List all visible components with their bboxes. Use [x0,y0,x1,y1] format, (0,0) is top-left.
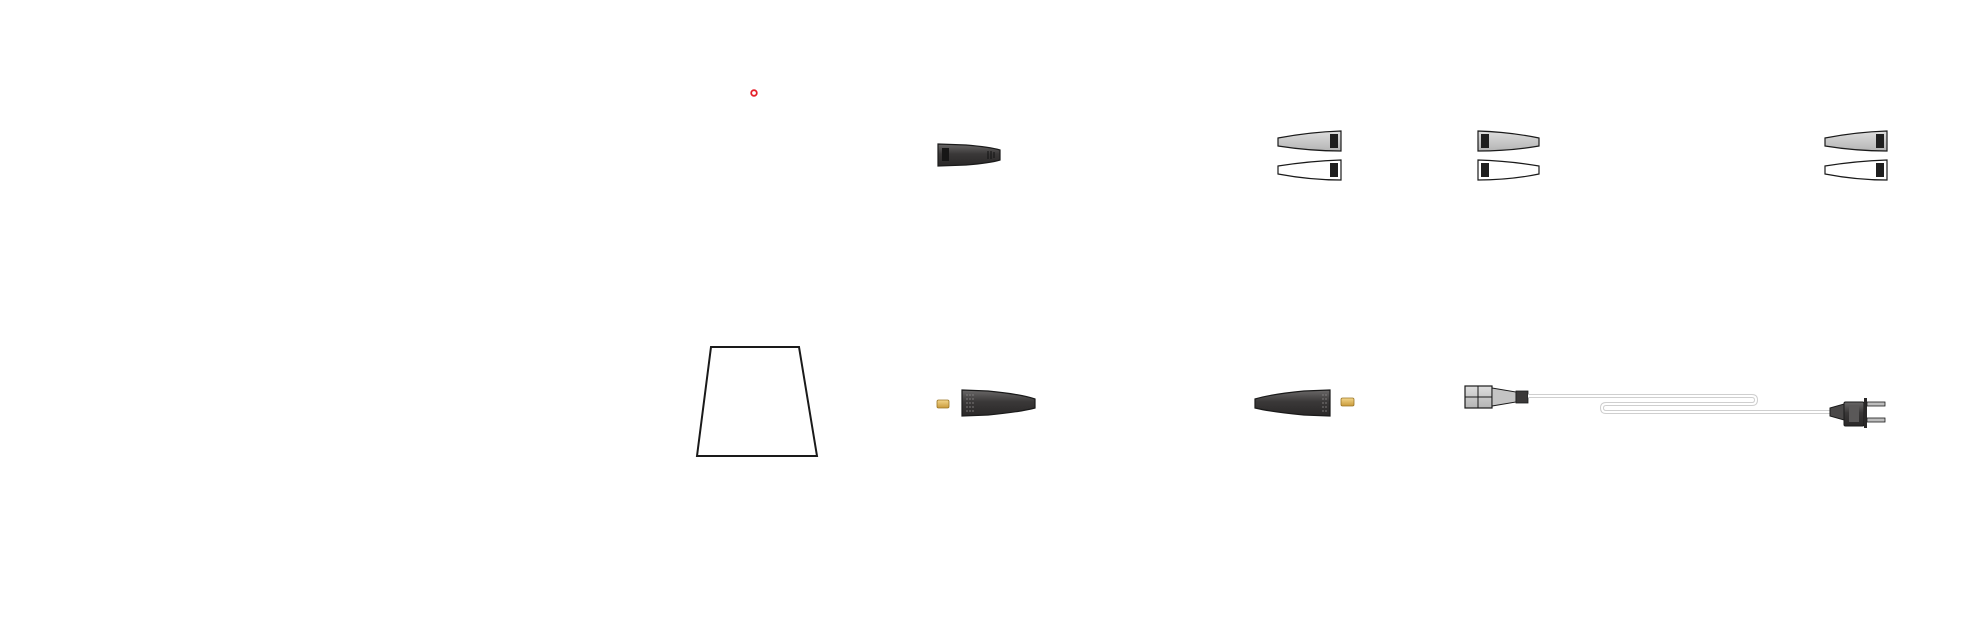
trapezoid-outline [695,346,819,457]
power-cord-icon [1464,385,1886,428]
barrel-plug-icon [1254,389,1355,417]
barrel-plug-icon [936,389,1036,417]
dark-connector-icon [937,143,1001,167]
red-dot-icon [750,89,758,97]
connector-pair-icon [1277,130,1342,181]
connector-pair-icon [1477,130,1540,181]
connector-pair-icon [1824,130,1888,181]
